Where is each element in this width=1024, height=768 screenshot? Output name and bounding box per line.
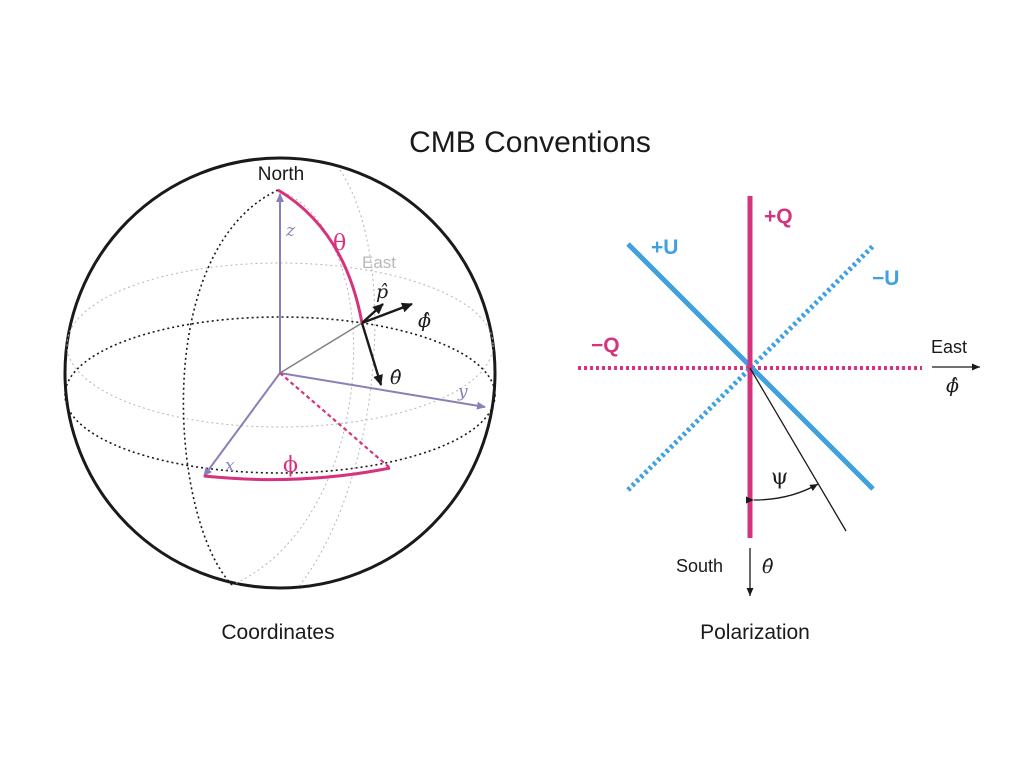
theta-hat-south-label: θ̂ [762,556,774,578]
z-axis-label: z [285,221,296,241]
meridian-back-gray [231,189,355,586]
theta-hat-vector [360,322,383,386]
minus-q-label: −Q [591,334,620,357]
y-axis [279,372,486,410]
psi-arc [745,483,819,504]
polarization-caption: Polarization [700,621,810,644]
sphere-meridian [182,189,279,586]
east-label: East [931,337,967,357]
x-axis [203,372,281,477]
x-axis-label: x [225,456,235,476]
p-hat-label: p̂ [376,281,388,303]
sphere-equator [64,316,496,474]
coordinates-panel: North East z x y θ ϕ p̂ ϕ̂ θ̂ Coordinate… [63,156,497,644]
sphere-outline [63,156,497,590]
projection-line [279,372,391,469]
psi-reference-line [749,367,847,532]
theta-label: θ [333,231,346,256]
y-axis-label: y [457,382,468,402]
polarization-panel: +Q −Q +U −U East ϕ̂ South θ̂ ψ Polarizat… [578,196,980,644]
phi-hat-vector [361,302,413,325]
plus-q-label: +Q [764,205,793,228]
sphere-latitude-gray [66,262,494,428]
south-label: South [676,556,723,576]
figure-title: CMB Conventions [409,126,651,159]
phi-hat-east-label: ϕ̂ [946,375,959,397]
theta-hat-label: θ̂ [390,367,402,389]
phi-label: ϕ [283,453,298,478]
phi-arc [203,466,391,482]
plus-u-label: +U [651,236,678,259]
p-hat-vector [361,303,384,324]
psi-label: ψ [771,465,788,490]
phi-hat-label: ϕ̂ [418,310,431,332]
minus-u-line [626,244,875,492]
north-label: North [258,164,304,185]
coordinates-caption: Coordinates [221,621,334,644]
theta-arc [277,188,364,324]
minus-u-label: −U [872,267,899,290]
radial-line [279,322,363,374]
east-label-sphere: East [362,253,396,272]
